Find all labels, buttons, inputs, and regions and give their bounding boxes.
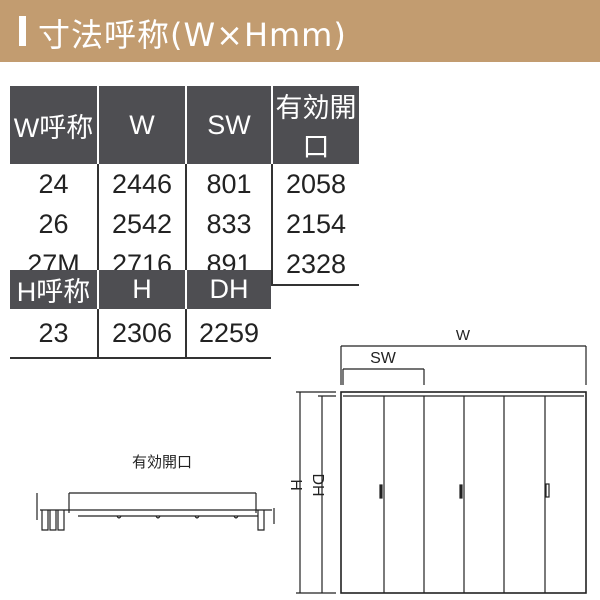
table-header-row: H呼称 H DH (10, 270, 271, 309)
cell: 833 (185, 204, 272, 244)
cell: 2306 (97, 309, 186, 359)
header-bar-mark (19, 16, 26, 46)
table-row: 24 2446 801 2058 (10, 164, 359, 204)
col-h: H (97, 270, 186, 309)
cell: 2259 (185, 309, 271, 359)
cell: 801 (185, 164, 272, 204)
door-handle (545, 483, 550, 498)
plan-effective-opening-label: 有効開口 (132, 454, 192, 471)
cell: 24 (38, 168, 69, 199)
col-w-nominal: W呼称 (10, 86, 98, 164)
col-dh: DH (185, 270, 271, 309)
h-dimension-label: H (287, 479, 304, 491)
height-size-table: H呼称 H DH 23 2306 2259 (10, 270, 271, 359)
section-title: 寸法呼称(W×Hmm) (38, 16, 347, 54)
cell: 23 (10, 309, 98, 359)
section-header: 寸法呼称(W×Hmm) (0, 0, 600, 62)
col-effective-opening: 有効開口 (271, 86, 359, 164)
cell: 2328 (271, 244, 359, 286)
cell: 2446 (97, 164, 186, 204)
cell: 2542 (97, 204, 186, 244)
dh-dimension-label: DH (309, 473, 326, 496)
w-dimension-label: W (456, 327, 471, 344)
col-w: W (97, 86, 186, 164)
width-size-table: W呼称 W SW 有効開口 24 2446 801 2058 26 2542 8… (10, 86, 359, 286)
table-row: 26 2542 833 2154 (10, 204, 359, 244)
table-header-row: W呼称 W SW 有効開口 (10, 86, 359, 164)
sw-dimension-label: SW (370, 350, 397, 367)
door-handle (459, 484, 463, 499)
cell: 2058 (271, 164, 359, 204)
door-handle (379, 484, 383, 499)
cell: 2154 (271, 204, 359, 244)
col-sw: SW (185, 86, 272, 164)
cell: 26 (38, 208, 69, 239)
plan-view: 有効開口 (36, 454, 275, 531)
table-row: 23 2306 2259 (10, 309, 271, 359)
col-h-nominal: H呼称 (10, 270, 98, 309)
elevation-view: W SW H DH (287, 327, 587, 594)
